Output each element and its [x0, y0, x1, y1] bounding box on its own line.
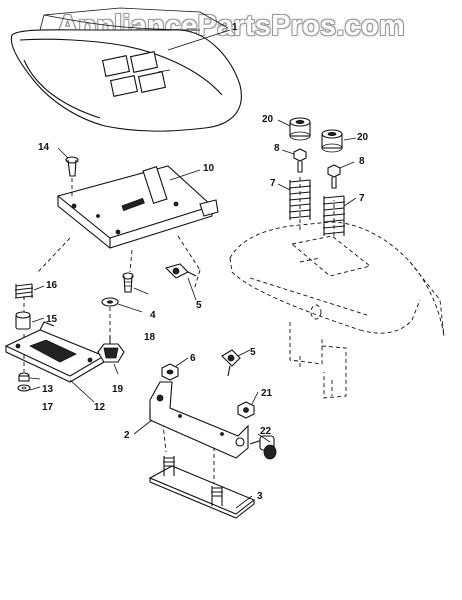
callout-20-right: 20: [357, 132, 369, 143]
callout-22: 21: [261, 388, 273, 399]
spacer-15[interactable]: [15, 311, 31, 330]
callout-3: 3: [257, 491, 263, 502]
callout-21: 22: [260, 426, 272, 437]
screw-8-right[interactable]: [327, 164, 341, 189]
bolt-14[interactable]: [65, 156, 79, 196]
callout-12: 12: [94, 402, 106, 413]
callout-5-upper: 5: [196, 300, 202, 311]
bracket-2[interactable]: [149, 381, 249, 459]
bushing-20-left[interactable]: [289, 117, 311, 141]
callout-8-right: 8: [359, 156, 365, 167]
adjuster-plate-12[interactable]: [4, 321, 106, 383]
callout-7-left: 7: [270, 178, 276, 189]
callout-14: 14: [38, 142, 50, 153]
callout-10: 10: [203, 163, 215, 174]
callout-1: 1: [232, 22, 238, 33]
callout-20-left: 20: [262, 114, 274, 125]
callout-8-left: 8: [274, 143, 280, 154]
callout-4: 4: [150, 310, 156, 321]
nut-6[interactable]: [161, 363, 179, 381]
leader-lines: [29, 29, 357, 509]
callout-18: 18: [144, 332, 156, 343]
bushing-20-right[interactable]: [321, 129, 343, 153]
callout-labels: 1 2 3 4 5 5 6 7 7 8 8 10 12 13 14 15 16 …: [38, 22, 369, 502]
clip-5-upper[interactable]: [164, 263, 197, 279]
knob-21[interactable]: [249, 435, 277, 460]
screw-8-left[interactable]: [293, 148, 307, 173]
callout-2: 2: [124, 430, 130, 441]
callout-16: 16: [46, 280, 58, 291]
tractor-fender: [229, 176, 445, 399]
nut-13[interactable]: [18, 372, 30, 382]
clip-5-lower[interactable]: [221, 349, 241, 377]
nut-22[interactable]: [237, 401, 255, 419]
callout-6: 6: [190, 353, 196, 364]
seat-plate[interactable]: [56, 165, 219, 249]
callout-15: 15: [46, 314, 58, 325]
callout-17: 17: [42, 402, 54, 413]
knob-19[interactable]: [97, 336, 125, 363]
bolt-4[interactable]: [122, 272, 134, 293]
spring-16[interactable]: [14, 283, 34, 299]
plate-3[interactable]: [148, 456, 256, 519]
callout-19: 19: [112, 384, 124, 395]
seat[interactable]: [10, 7, 242, 132]
callout-5-lower: 5: [250, 347, 256, 358]
washer-17[interactable]: [17, 384, 31, 392]
callout-7-right: 7: [359, 193, 365, 204]
spring-7-right[interactable]: [322, 195, 346, 236]
callout-13: 13: [42, 384, 54, 395]
washer-18[interactable]: [101, 297, 119, 307]
